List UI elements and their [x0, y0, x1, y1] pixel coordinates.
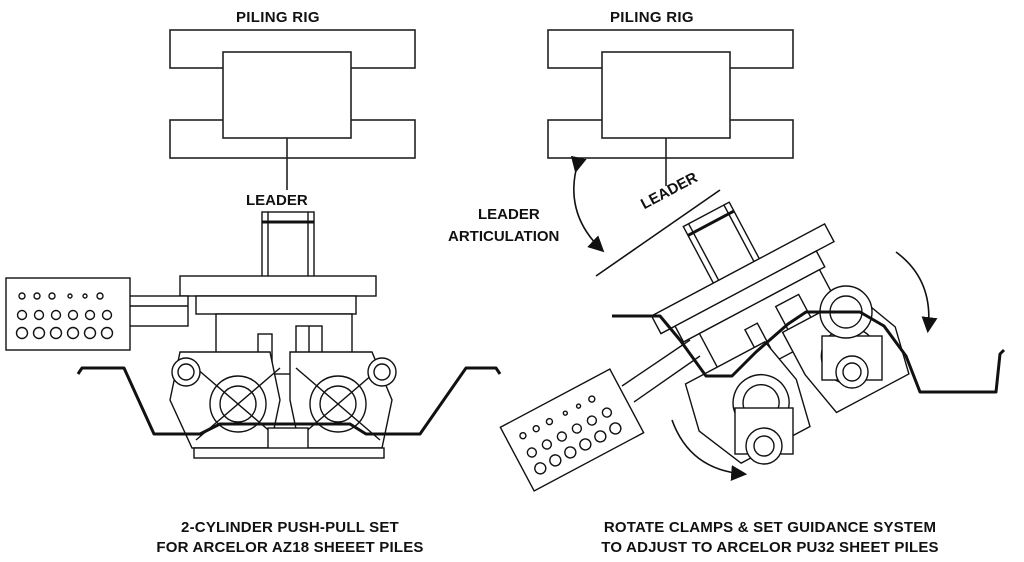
right-side-motors	[734, 285, 883, 465]
left-control-panel	[5, 277, 131, 351]
left-leader-mast	[261, 211, 315, 283]
rotation-arrow-bottom	[671, 419, 748, 482]
right-panel-arm	[621, 339, 691, 387]
left-rig-label: PILING RIG	[236, 9, 320, 26]
right-sheet-pile	[612, 310, 1006, 394]
left-top-plate	[179, 275, 377, 297]
left-sheet-pile	[76, 366, 502, 436]
right-control-panel	[499, 368, 645, 492]
left-caption-line1: 2-CYLINDER PUSH-PULL SET	[181, 519, 399, 536]
rotation-arrow-right	[895, 251, 938, 334]
right-rig-label: PILING RIG	[610, 9, 694, 26]
right-caption-line2: TO ADJUST TO ARCELOR PU32 SHEET PILES	[601, 539, 939, 556]
right-piling-rig	[547, 29, 794, 186]
articulation-arrow	[570, 155, 605, 253]
articulation-label-line2: ARTICULATION	[448, 228, 560, 245]
left-caption: 2-CYLINDER PUSH-PULL SET FOR ARCELOR AZ1…	[100, 518, 480, 558]
left-side-motors	[171, 357, 397, 387]
left-piling-rig	[169, 29, 416, 190]
left-rig-assembly	[5, 211, 397, 459]
articulation-reference-line	[595, 189, 721, 277]
left-support-arm	[127, 295, 189, 327]
right-panel-arm-2	[633, 355, 701, 403]
articulation-label-line1: LEADER	[478, 206, 540, 223]
right-caption: ROTATE CLAMPS & SET GUIDANCE SYSTEM TO A…	[560, 518, 980, 558]
right-caption-line1: ROTATE CLAMPS & SET GUIDANCE SYSTEM	[603, 519, 937, 536]
left-caption-line2: FOR ARCELOR AZ18 SHEEET PILES	[156, 539, 424, 556]
right-rig-assembly	[650, 201, 910, 464]
left-leader-label: LEADER	[246, 192, 308, 209]
